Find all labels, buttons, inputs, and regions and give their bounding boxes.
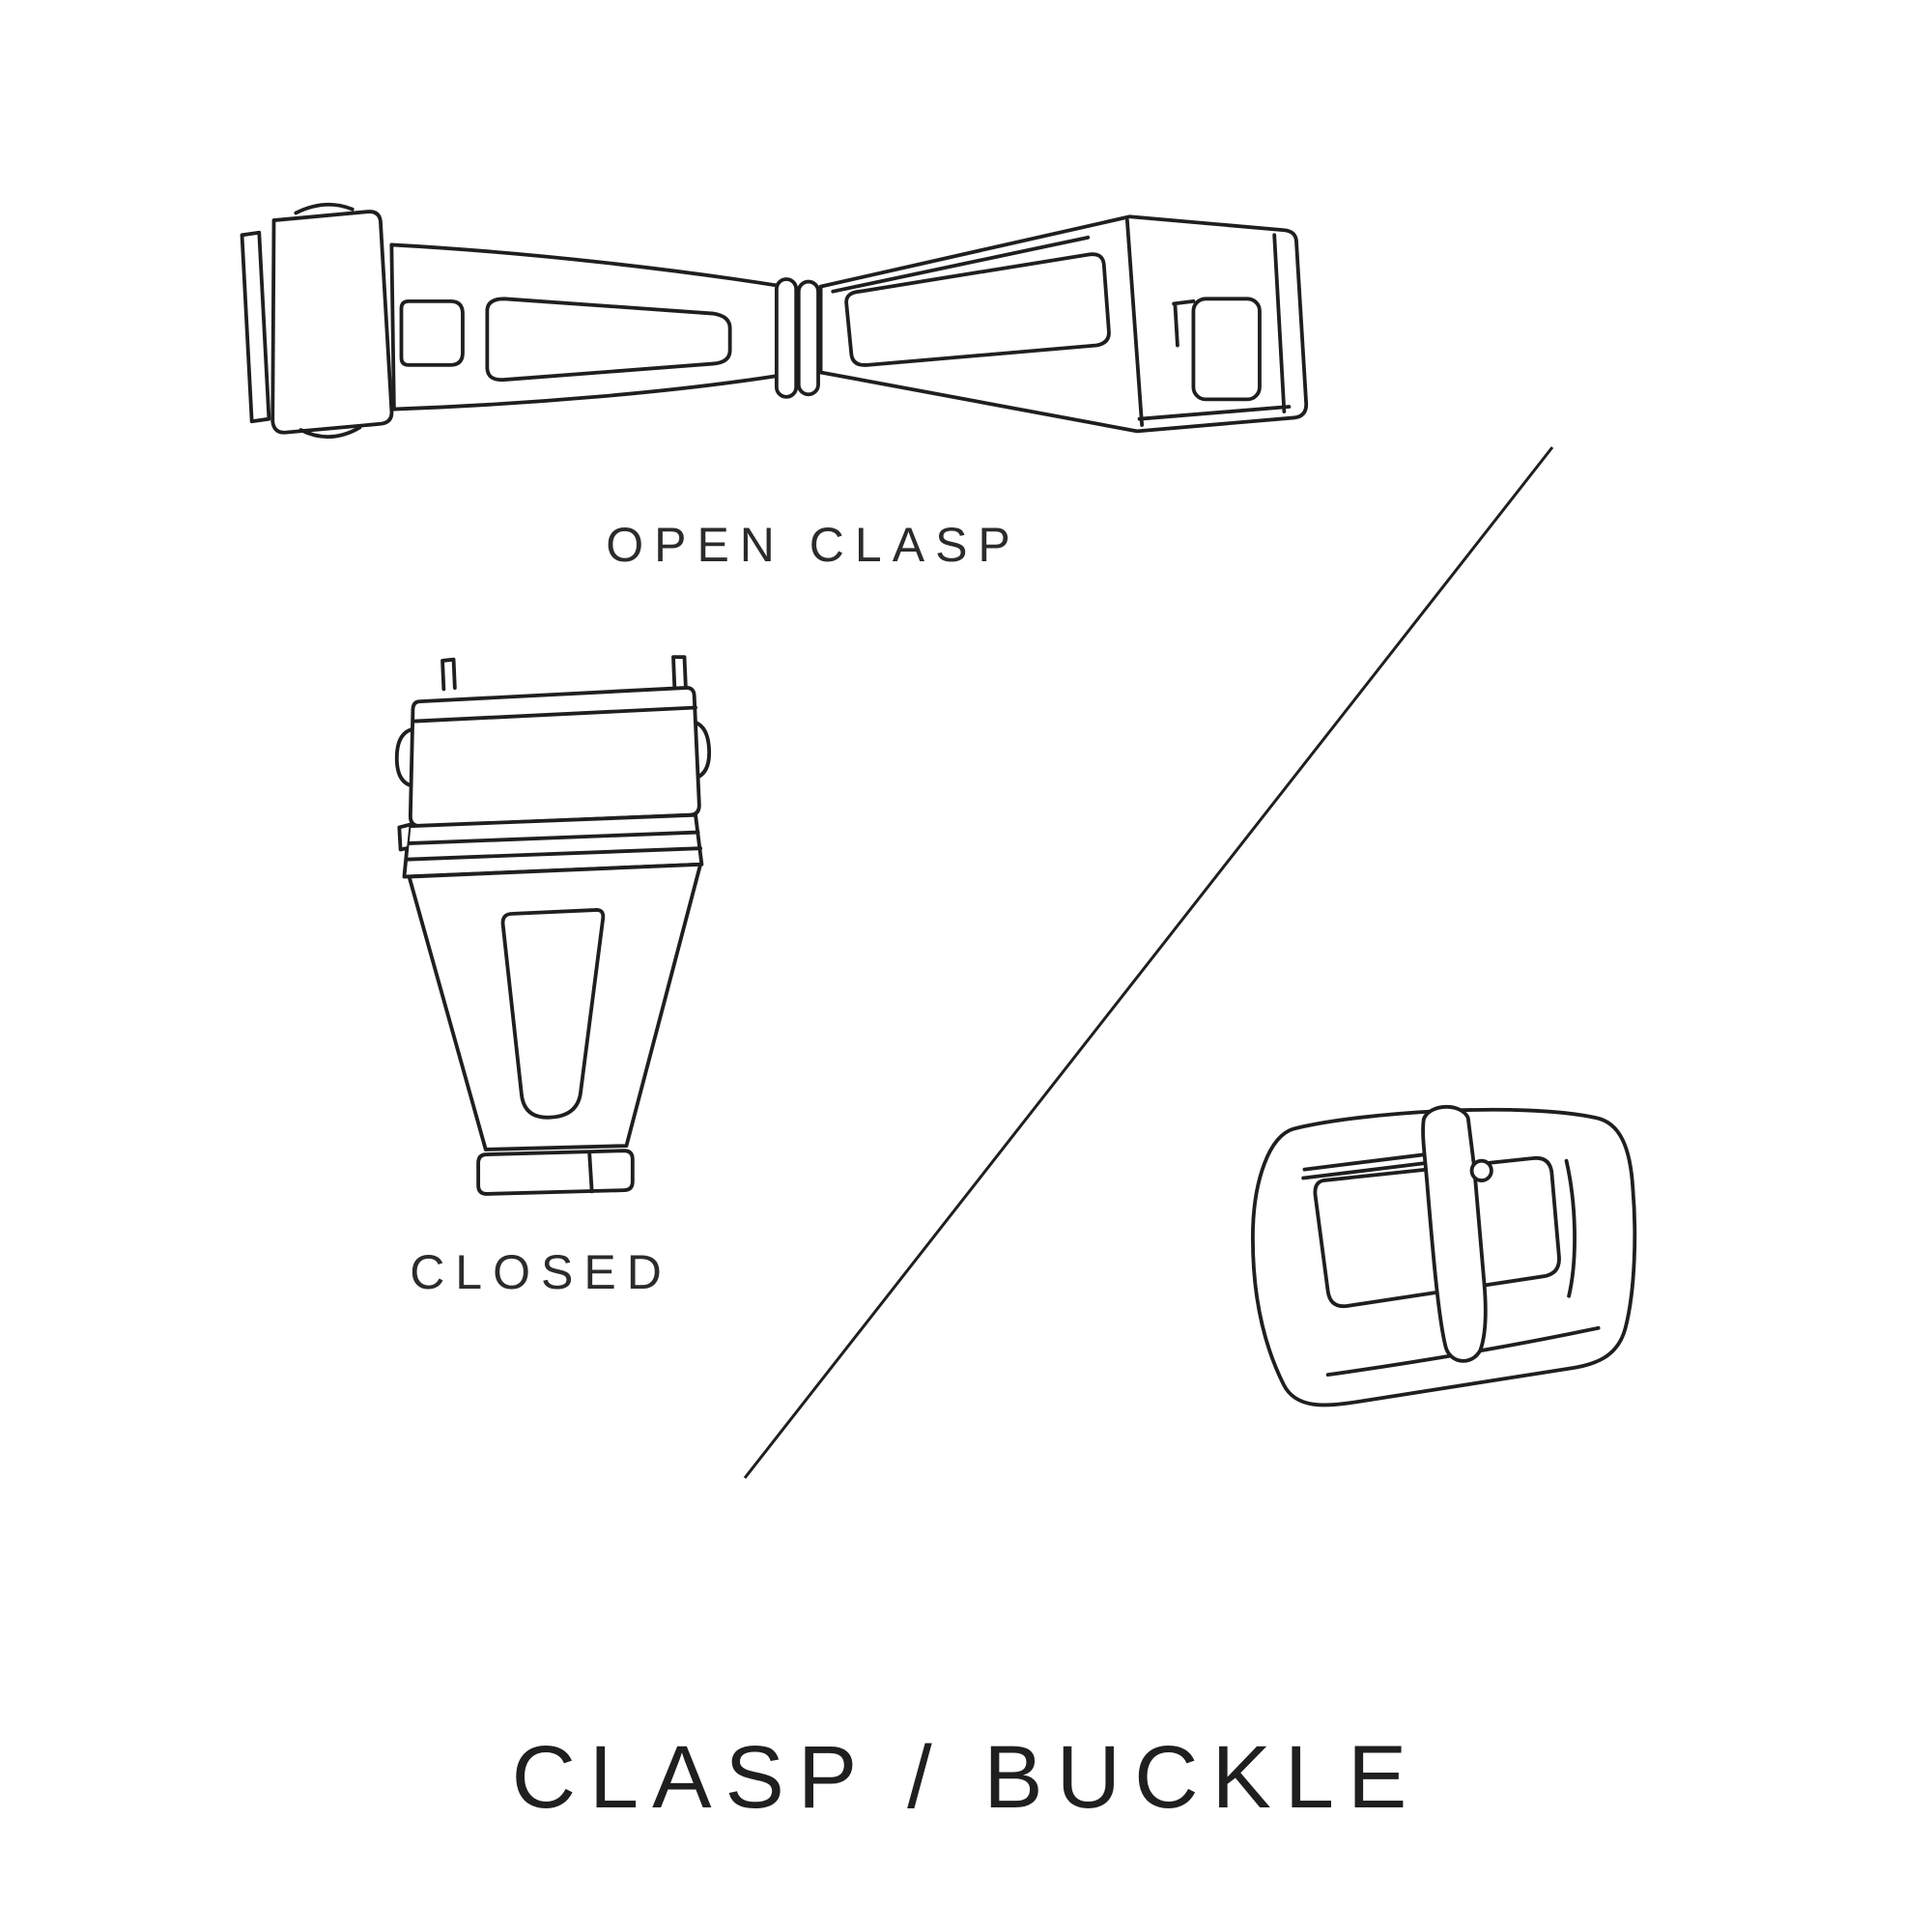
page-title: CLASP / BUCKLE	[511, 1728, 1421, 1827]
closed-clasp-endcap	[476, 1149, 635, 1196]
clasp-hinge	[774, 277, 799, 399]
closed-clasp-body	[407, 862, 703, 1151]
clasp-left-notch	[399, 298, 465, 367]
open-clasp-drawing	[240, 202, 1309, 440]
buckle-pin	[1301, 1152, 1426, 1180]
clasp-right-arm	[818, 214, 1309, 434]
tang-buckle-drawing	[1251, 1104, 1637, 1407]
closed-clasp-drawing	[394, 655, 711, 1196]
buckle-pin-ring	[1469, 1158, 1493, 1182]
clasp-right-notch	[1191, 297, 1262, 402]
closed-clasp-illustration	[384, 652, 718, 1208]
clasp-left-block	[270, 210, 394, 435]
open-clasp-label: OPEN CLASP	[606, 518, 1021, 572]
buckle-prong	[1421, 1104, 1488, 1363]
tang-buckle-illustration	[1239, 1099, 1645, 1419]
clasp-end-bar	[240, 230, 271, 424]
open-clasp-illustration	[222, 184, 1314, 502]
closed-label: CLOSED	[410, 1245, 672, 1299]
